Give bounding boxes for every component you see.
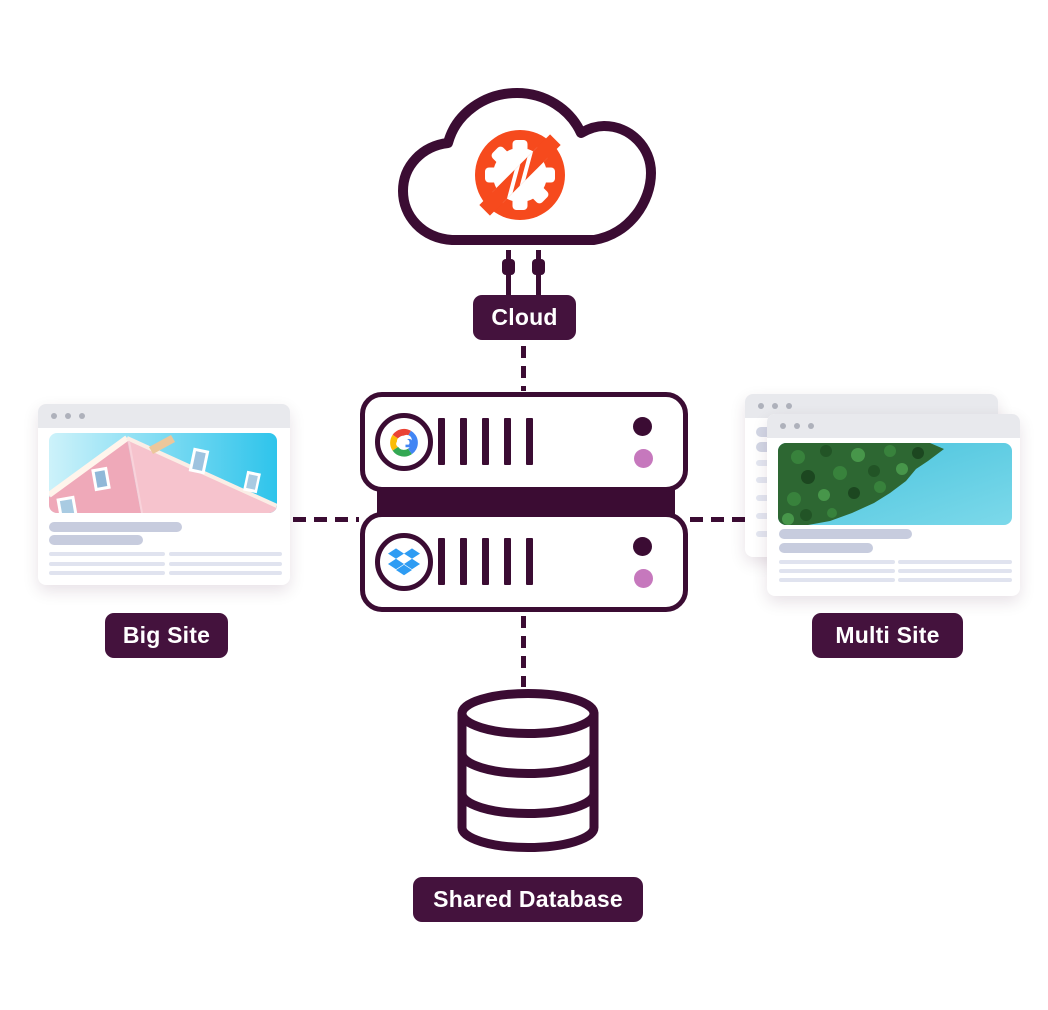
placeholder-text-line: [779, 560, 895, 564]
placeholder-text-line: [169, 562, 282, 566]
server-slat: [438, 538, 445, 585]
logo-ring: [375, 533, 433, 591]
dashed-connector-bigsite-rack: [293, 517, 359, 522]
plug-bead: [532, 259, 545, 275]
browser-window-big-site: [38, 404, 290, 585]
window-dot: [758, 403, 764, 409]
window-dot: [794, 423, 800, 429]
placeholder-text-line: [898, 578, 1012, 582]
plug-bead: [502, 259, 515, 275]
server-slat: [482, 418, 489, 465]
window-dot: [51, 413, 57, 419]
shared-database-label: Shared Database: [413, 877, 643, 922]
window-dot: [65, 413, 71, 419]
window-titlebar: [767, 414, 1020, 438]
placeholder-text-line: [779, 578, 895, 582]
dashed-connector-rack-database: [521, 616, 526, 687]
big-site-label: Big Site: [105, 613, 228, 658]
dashed-connector-cloud-rack: [521, 346, 526, 391]
multi-site-label: Multi Site: [812, 613, 963, 658]
placeholder-text-line: [49, 571, 165, 575]
placeholder-heading-bar: [779, 529, 912, 539]
database-cylinder-icon: [457, 689, 599, 852]
placeholder-text-line: [898, 560, 1012, 564]
cloud-label: Cloud: [473, 295, 576, 340]
dropbox-logo-icon: [388, 548, 420, 576]
server-slat: [504, 418, 511, 465]
server-slat: [482, 538, 489, 585]
window-titlebar: [38, 404, 290, 428]
server-slat: [438, 418, 445, 465]
window-dot: [772, 403, 778, 409]
pink-house-photo: [49, 433, 277, 513]
placeholder-text-line: [169, 571, 282, 575]
forest-lake-photo: [778, 443, 1012, 525]
window-dot: [786, 403, 792, 409]
placeholder-heading-bar: [49, 535, 143, 545]
google-cloud-logo-icon: [390, 428, 418, 457]
window-dot: [780, 423, 786, 429]
placeholder-heading-bar: [779, 543, 873, 553]
placeholder-text-line: [898, 569, 1012, 573]
status-led-pink: [634, 569, 653, 588]
placeholder-heading-bar: [49, 522, 182, 532]
server-slat: [460, 418, 467, 465]
window-dot: [79, 413, 85, 419]
window-dot: [808, 423, 814, 429]
server-slat: [504, 538, 511, 585]
status-led-pink: [634, 449, 653, 468]
placeholder-text-line: [169, 552, 282, 556]
server-slat: [526, 538, 533, 585]
status-led-dark: [633, 417, 652, 436]
dashed-connector-rack-multisite: [690, 517, 747, 522]
cloud-plug-left-icon: [502, 250, 515, 297]
gear-bolt-icon: [475, 130, 565, 220]
cloud-icon: [398, 88, 656, 245]
server-slats: [438, 538, 533, 585]
server-unit-google-cloud: [360, 392, 688, 492]
server-unit-dropbox: [360, 512, 688, 612]
placeholder-text-line: [49, 562, 165, 566]
browser-window-multi-site-front: [767, 414, 1020, 596]
placeholder-text-line: [49, 552, 165, 556]
placeholder-text-line: [779, 569, 895, 573]
server-slat: [526, 418, 533, 465]
cloud-plug-right-icon: [532, 250, 545, 297]
server-rack-band: [377, 489, 675, 515]
status-led-dark: [633, 537, 652, 556]
server-slat: [460, 538, 467, 585]
logo-ring: [375, 413, 433, 471]
server-slats: [438, 418, 533, 465]
